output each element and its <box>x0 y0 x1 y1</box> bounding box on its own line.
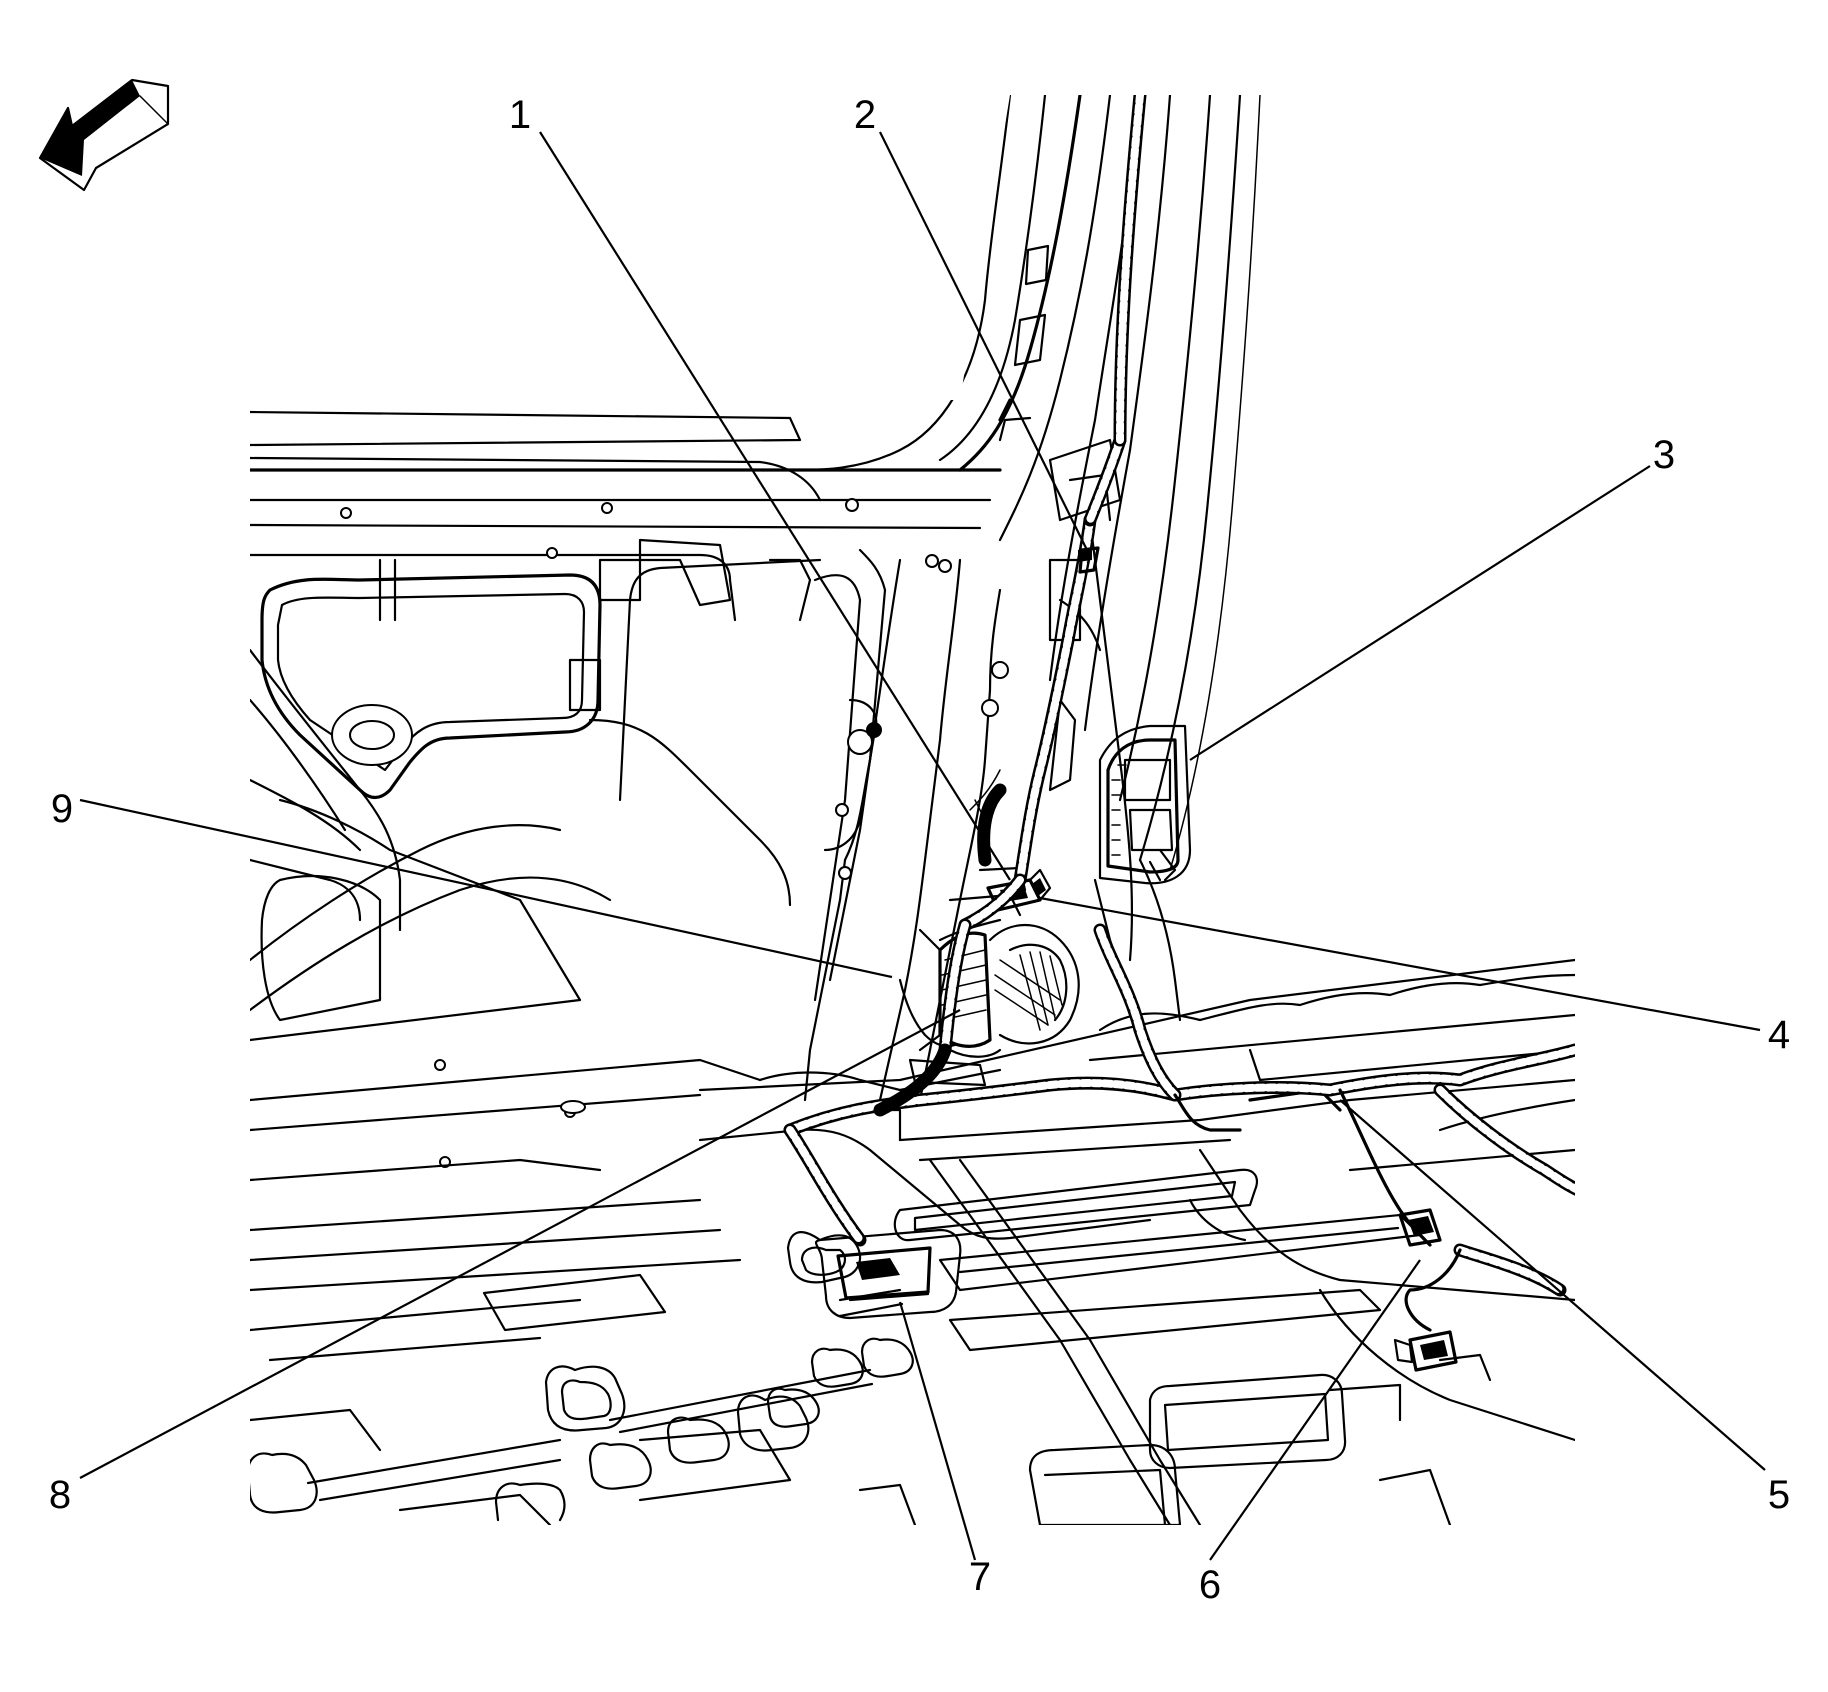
callout-1: 1 <box>509 93 531 137</box>
callout-8: 8 <box>49 1473 71 1517</box>
floor-access-plate <box>814 1228 962 1320</box>
callout-4: 4 <box>1768 1013 1790 1057</box>
callout-6: 6 <box>1199 1563 1221 1607</box>
leader-7 <box>898 1301 977 1561</box>
left-door-panel <box>250 410 1002 1332</box>
vehicle-body-illustration <box>250 95 1575 1525</box>
leader-6 <box>1209 1259 1421 1561</box>
leader-1 <box>539 131 1011 881</box>
b-pillar <box>768 95 1261 1102</box>
floor-pan <box>698 958 1575 1525</box>
callout-5: 5 <box>1768 1473 1790 1517</box>
floor-harness-connector <box>1393 1208 1458 1372</box>
leader-3 <box>1189 465 1651 761</box>
side-airbag-module <box>1098 724 1192 885</box>
callout-labels: 1 2 3 4 5 6 7 8 9 <box>49 93 1790 1607</box>
leader-8 <box>79 1009 961 1479</box>
callout-9: 9 <box>51 787 73 831</box>
leader-9 <box>79 798 893 979</box>
leader-lines <box>79 131 1766 1561</box>
callout-7: 7 <box>969 1555 991 1599</box>
wiring-harness <box>783 95 1575 1332</box>
leader-2 <box>879 131 1089 553</box>
floor-ribs <box>250 1168 1492 1525</box>
direction-arrow-icon <box>38 78 170 192</box>
leader-4 <box>1039 896 1761 1032</box>
callout-2: 2 <box>854 93 876 137</box>
leader-5 <box>1339 1099 1766 1471</box>
callout-3: 3 <box>1653 433 1675 477</box>
